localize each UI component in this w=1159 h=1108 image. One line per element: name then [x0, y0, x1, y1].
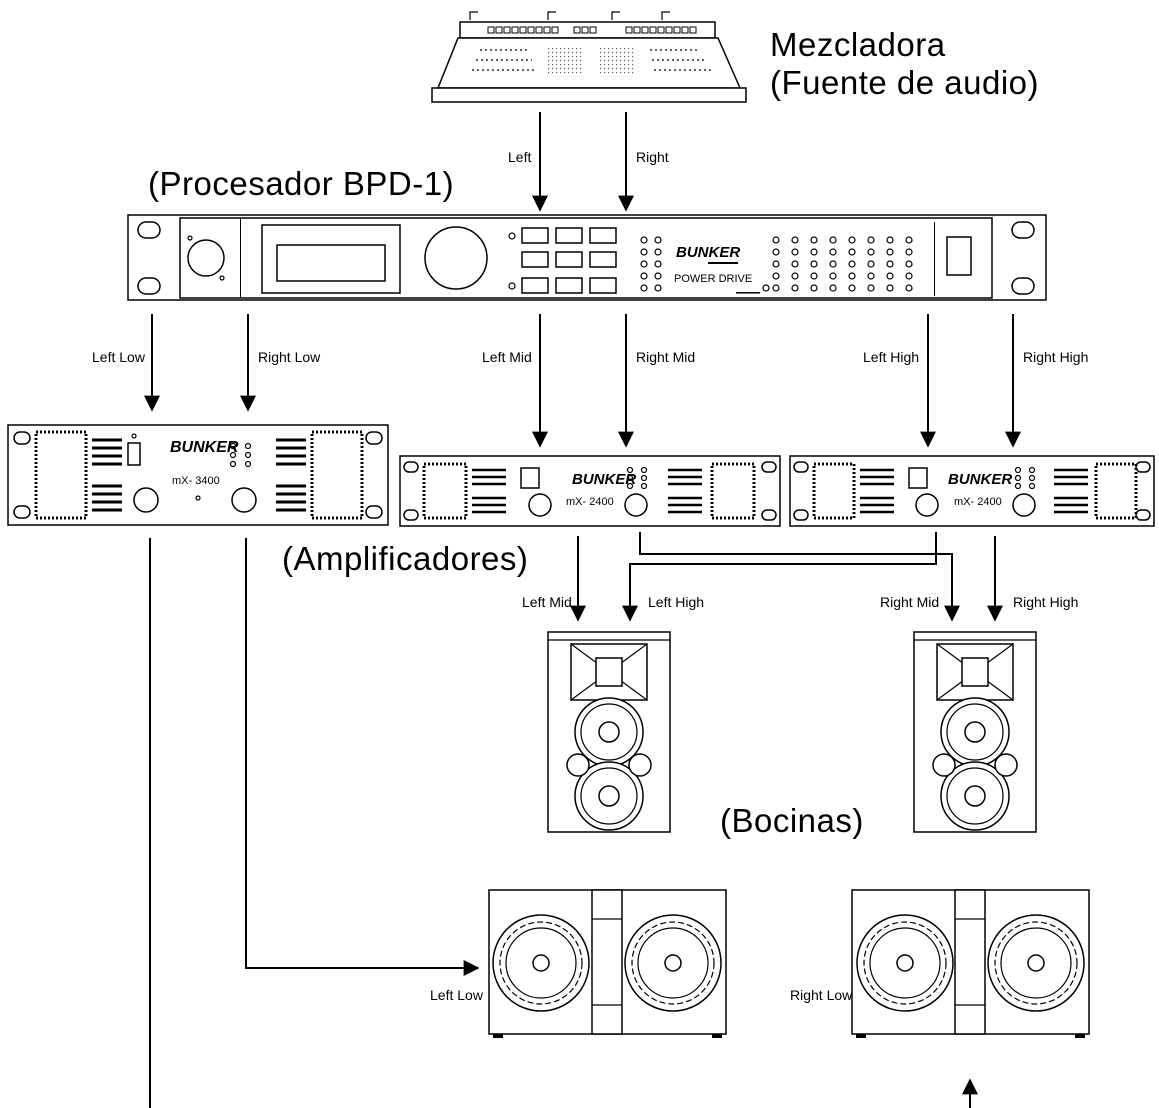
amp3-brand-logo: BUNKER	[948, 471, 1012, 488]
label-right-high: Right High	[1023, 349, 1088, 365]
subwoofer-right-icon	[851, 889, 1090, 1038]
processor-title: (Procesador BPD-1)	[148, 165, 454, 202]
arrow-sub-left-low	[245, 538, 480, 976]
label-spk-right-mid: Right Mid	[880, 594, 939, 610]
amp3-model: mX- 2400	[954, 496, 1002, 508]
subwoofer-left-icon	[488, 889, 727, 1038]
speaker-right-icon	[913, 631, 1037, 833]
arrow-spk-left-high	[622, 532, 937, 622]
label-sub-right-low: Right Low	[790, 987, 853, 1003]
label-spk-right-high: Right High	[1013, 594, 1078, 610]
mixer-subtitle: (Fuente de audio)	[770, 64, 1039, 101]
speakers-title: (Bocinas)	[720, 802, 864, 839]
amplifier-mx2400-a: BUNKER mX- 2400	[399, 455, 781, 527]
processor-unit: BUNKER POWER DRIVE	[127, 214, 1047, 301]
amplifier-mx3400: BUNKER mX- 3400	[7, 424, 389, 526]
mixer-title: Mezcladora	[770, 26, 946, 63]
label-left-mid: Left Mid	[482, 349, 532, 365]
amp1-model: mX- 3400	[172, 475, 220, 487]
label-mixer-right: Right	[636, 149, 669, 165]
label-mixer-left: Left	[508, 149, 531, 165]
label-spk-left-mid: Left Mid	[522, 594, 572, 610]
processor-brand-logo: BUNKER	[676, 244, 740, 261]
label-sub-left-low: Left Low	[430, 987, 484, 1003]
label-left-low: Left Low	[92, 349, 146, 365]
amp2-brand-logo: BUNKER	[572, 471, 636, 488]
label-right-low: Right Low	[258, 349, 321, 365]
label-spk-left-high: Left High	[648, 594, 704, 610]
label-right-mid: Right Mid	[636, 349, 695, 365]
amp2-model: mX- 2400	[566, 496, 614, 508]
label-left-high: Left High	[863, 349, 919, 365]
amplifiers-title: (Amplificadores)	[282, 540, 528, 577]
processor-model: POWER DRIVE	[674, 273, 752, 285]
amp1-brand-logo: BUNKER	[170, 439, 239, 456]
speaker-left-icon	[547, 631, 671, 833]
mixer-icon	[431, 11, 747, 103]
amplifier-mx2400-b: BUNKER mX- 2400	[789, 455, 1155, 527]
arrow-spk-right-mid	[639, 532, 960, 622]
